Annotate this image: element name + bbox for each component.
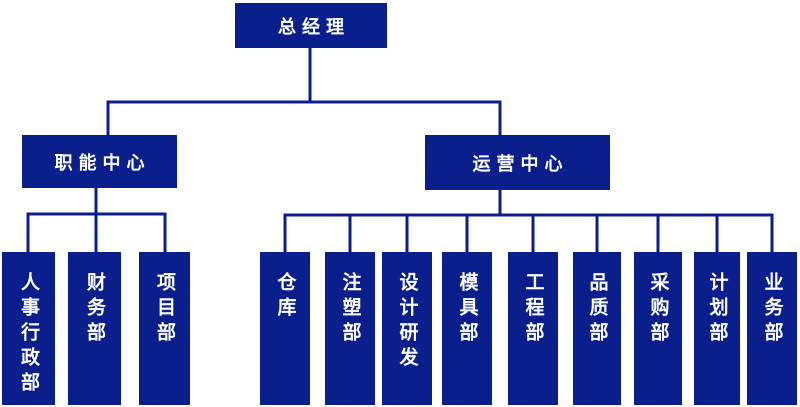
org-node-label: 财务部 [84,272,105,347]
org-node-finance-dept: 财务部 [68,252,121,405]
org-node-functional-center: 职能中心 [22,135,177,188]
org-node-label: 计划部 [706,272,728,347]
org-node-warehouse: 仓库 [260,252,310,405]
org-node-label: 设计研发 [396,272,418,372]
org-node-quality-dept: 品质部 [573,252,621,405]
org-node-label: 职能中心 [54,152,151,173]
org-node-label: 仓库 [274,272,296,322]
org-node-label: 采购部 [647,272,669,347]
org-node-label: 运营中心 [472,153,569,174]
org-node-project-dept: 项目部 [139,252,190,405]
org-node-design-rd-dept: 设计研发 [382,252,432,405]
org-node-operations-center: 运营中心 [425,135,610,190]
org-node-purchasing-dept: 采购部 [634,252,682,405]
org-node-planning-dept: 计划部 [694,252,740,405]
org-node-engineering-dept: 工程部 [508,252,558,405]
org-node-label: 总经理 [278,16,350,37]
org-node-label: 人事行政部 [18,272,39,397]
org-node-label: 品质部 [586,272,608,347]
org-node-label: 模具部 [456,272,478,347]
org-node-hr-admin-dept: 人事行政部 [2,252,55,405]
org-node-label: 项目部 [154,272,175,347]
org-node-injection-molding-dept: 注塑部 [325,252,375,405]
org-node-label: 注塑部 [339,272,361,347]
org-node-label: 业务部 [761,272,783,347]
org-node-mold-dept: 模具部 [442,252,492,405]
org-node-general-manager: 总经理 [235,3,387,48]
org-node-business-dept: 业务部 [747,252,797,405]
org-node-label: 工程部 [522,272,544,347]
